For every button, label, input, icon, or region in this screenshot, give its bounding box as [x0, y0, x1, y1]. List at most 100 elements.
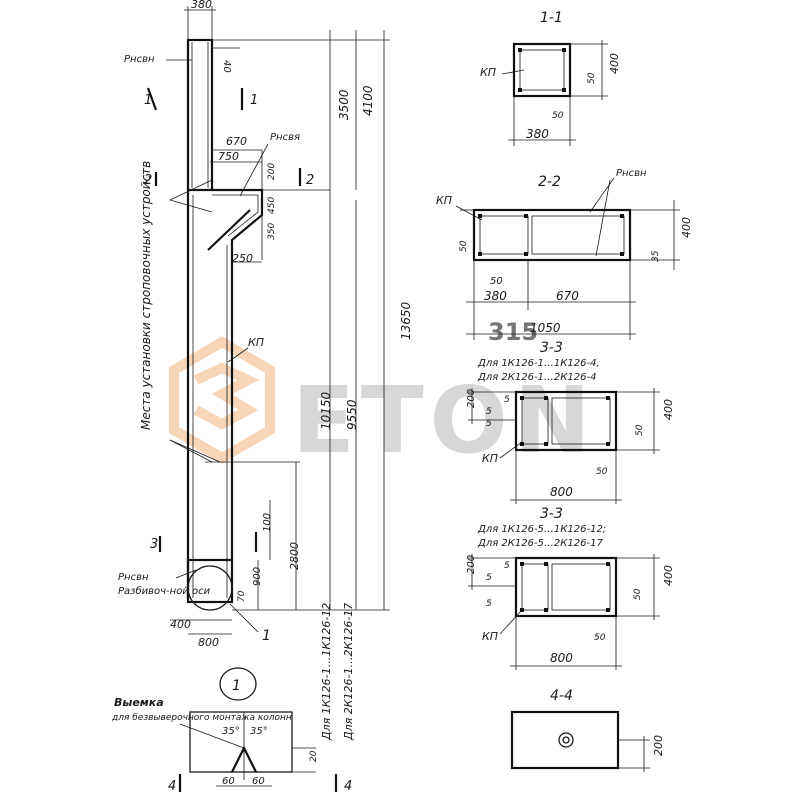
section-2-2-title: 2-2 [538, 174, 561, 190]
section-3-3a-dim-5c: 5 [486, 419, 492, 429]
section-3-3a-title: 3-3 [540, 340, 563, 356]
section-3-3b-title: 3-3 [540, 506, 563, 522]
section-1-1-dim-50b: 50 [552, 111, 564, 121]
label-for-1k: Для 1К126-1…1К126-12 [320, 603, 333, 741]
dim-3500: 3500 [337, 89, 351, 120]
column-elevation: 380 40 670 750 200 450 350 250 Места ус [118, 0, 413, 741]
section-mark-4-left: 4 [168, 779, 176, 794]
svg-text:2: 2 [306, 173, 314, 188]
section-3-3b-dim-5c: 5 [486, 599, 492, 609]
dim-70: 70 [237, 590, 247, 602]
label-rnsya: Рнсвя [270, 132, 300, 143]
section-3-3a-dim-50b: 50 [596, 467, 608, 477]
section-3-3b-dim-200: 200 [466, 555, 477, 574]
node-1-dim-60b: 60 [252, 776, 265, 787]
dim-13650: 13650 [399, 301, 413, 340]
section-3-3b-note1: Для 1К126-5…1К126-12; [477, 524, 606, 535]
dim-800: 800 [198, 636, 219, 649]
section-3-3b-kp: КП [482, 630, 498, 643]
section-2-2-rnsen: Рнсвн [616, 168, 647, 179]
node-1-dim-60a: 60 [222, 776, 235, 787]
section-mark-1: 1 1 [144, 87, 258, 111]
label-rnsen-top: Рнсвн [124, 54, 155, 65]
dim-top-offset: 40 [221, 60, 232, 73]
dim-350: 350 [267, 223, 277, 240]
node-1-dim-20: 20 [309, 750, 319, 762]
section-3-3b: 3-3 Для 1К126-5…1К126-12; Для 2К126-5…2К… [466, 506, 675, 670]
label-rnsen-bottom: Рнсвн [118, 572, 149, 583]
section-3-3a-dim-5a: 5 [486, 407, 492, 417]
watermark-b-icon [193, 362, 260, 430]
section-3-3b-dim-5a: 5 [486, 573, 492, 583]
node-1-angle-a: 35° [222, 726, 240, 737]
svg-text:2: 2 [144, 173, 152, 188]
section-3-3b-note2: Для 2К126-5…2К126-17 [477, 538, 603, 549]
watermark-hexagon-icon [169, 336, 275, 464]
upper-shaft [186, 38, 214, 192]
section-3-3a: 3-3 Для 1К126-1…1К126-4, Для 2К126-1…2К1… [466, 340, 675, 504]
section-3-3a-dim-w: 800 [550, 485, 573, 499]
section-2-2-dim-50a: 50 [459, 240, 469, 252]
section-2-2-dim-670: 670 [556, 289, 579, 303]
svg-text:1: 1 [250, 93, 258, 108]
section-4-4-dim-200: 200 [652, 735, 665, 756]
section-3-3a-dim-5b: 5 [504, 395, 510, 405]
dim-400: 400 [170, 618, 191, 631]
section-1-1-dim-50a: 50 [587, 72, 597, 84]
section-3-3b-dim-50a: 50 [633, 588, 643, 600]
section-3-3a-dim-50a: 50 [635, 424, 645, 436]
label-for-2k: Для 2К126-1…2К126-17 [342, 603, 355, 741]
section-3-3a-note1: Для 1К126-1…1К126-4, [477, 358, 600, 369]
section-3-3a-dim-h: 400 [662, 399, 675, 420]
svg-text:1: 1 [144, 93, 152, 108]
section-1-1-dim-w: 380 [526, 127, 549, 141]
dim-console-750: 750 [218, 150, 239, 163]
node-1-detail-callout: 1 [232, 678, 241, 694]
label-sling-marks: Места установки строповочных устройств [139, 161, 153, 430]
section-3-3b-dim-w: 800 [550, 651, 573, 665]
section-mark-3: 3 [150, 532, 258, 552]
watermark: ETON 315 [169, 318, 597, 474]
dim-900: 900 [252, 567, 263, 586]
watermark-text: ETON [292, 367, 597, 474]
dim-100: 100 [262, 513, 273, 532]
svg-text:3: 3 [150, 537, 158, 552]
dim-2800: 2800 [288, 542, 301, 570]
section-2-2-kp: КП [436, 194, 452, 207]
section-3-3b-dim-5b: 5 [504, 561, 510, 571]
dim-console-670: 670 [226, 135, 247, 148]
dim-450: 450 [267, 197, 277, 214]
section-2-2: 2-2 Рнсвн КП 50 400 35 50 380 670 1050 [436, 168, 693, 340]
dim-10150: 10150 [319, 391, 333, 430]
section-2-2-dim-50b: 50 [490, 276, 503, 287]
node-1-angle-b: 35° [250, 726, 268, 737]
dim-200: 200 [267, 163, 277, 180]
dim-250: 250 [232, 252, 253, 265]
section-1-1-title: 1-1 [540, 10, 563, 26]
section-3-3b-dim-50b: 50 [594, 633, 606, 643]
dim-top-width: 380 [191, 0, 212, 11]
section-3-3a-kp: КП [482, 452, 498, 465]
node-1-title: Выемка [114, 696, 164, 709]
section-4-4-title: 4-4 [550, 688, 573, 704]
section-1-1: 1-1 КП 400 50 50 380 [480, 10, 621, 146]
label-layout-axis: Разбивоч-ной оси [118, 585, 211, 597]
section-mark-4-right: 4 [344, 779, 352, 794]
section-2-2-dim-380: 380 [484, 289, 507, 303]
watermark-small: 315 [488, 318, 538, 346]
section-1-1-dim-h: 400 [608, 53, 621, 74]
node-1-detail: 1 Выемка для безвыверочного монтажа коло… [111, 667, 352, 794]
node-1-circle [187, 565, 233, 611]
section-1-1-kp: КП [480, 66, 496, 79]
section-3-3a-dim-200: 200 [466, 389, 477, 408]
section-2-2-dim-1050: 1050 [530, 321, 561, 335]
dim-9550: 9550 [345, 399, 359, 430]
section-4-4: 4-4 200 [510, 688, 665, 772]
dim-4100: 4100 [361, 85, 375, 116]
label-kp: КП [248, 336, 264, 349]
section-2-2-dim-35: 35 [651, 250, 661, 262]
section-2-2-dim-h: 400 [680, 217, 693, 238]
node-1-callout: 1 [262, 628, 271, 644]
section-mark-2: 2 2 [144, 168, 314, 188]
